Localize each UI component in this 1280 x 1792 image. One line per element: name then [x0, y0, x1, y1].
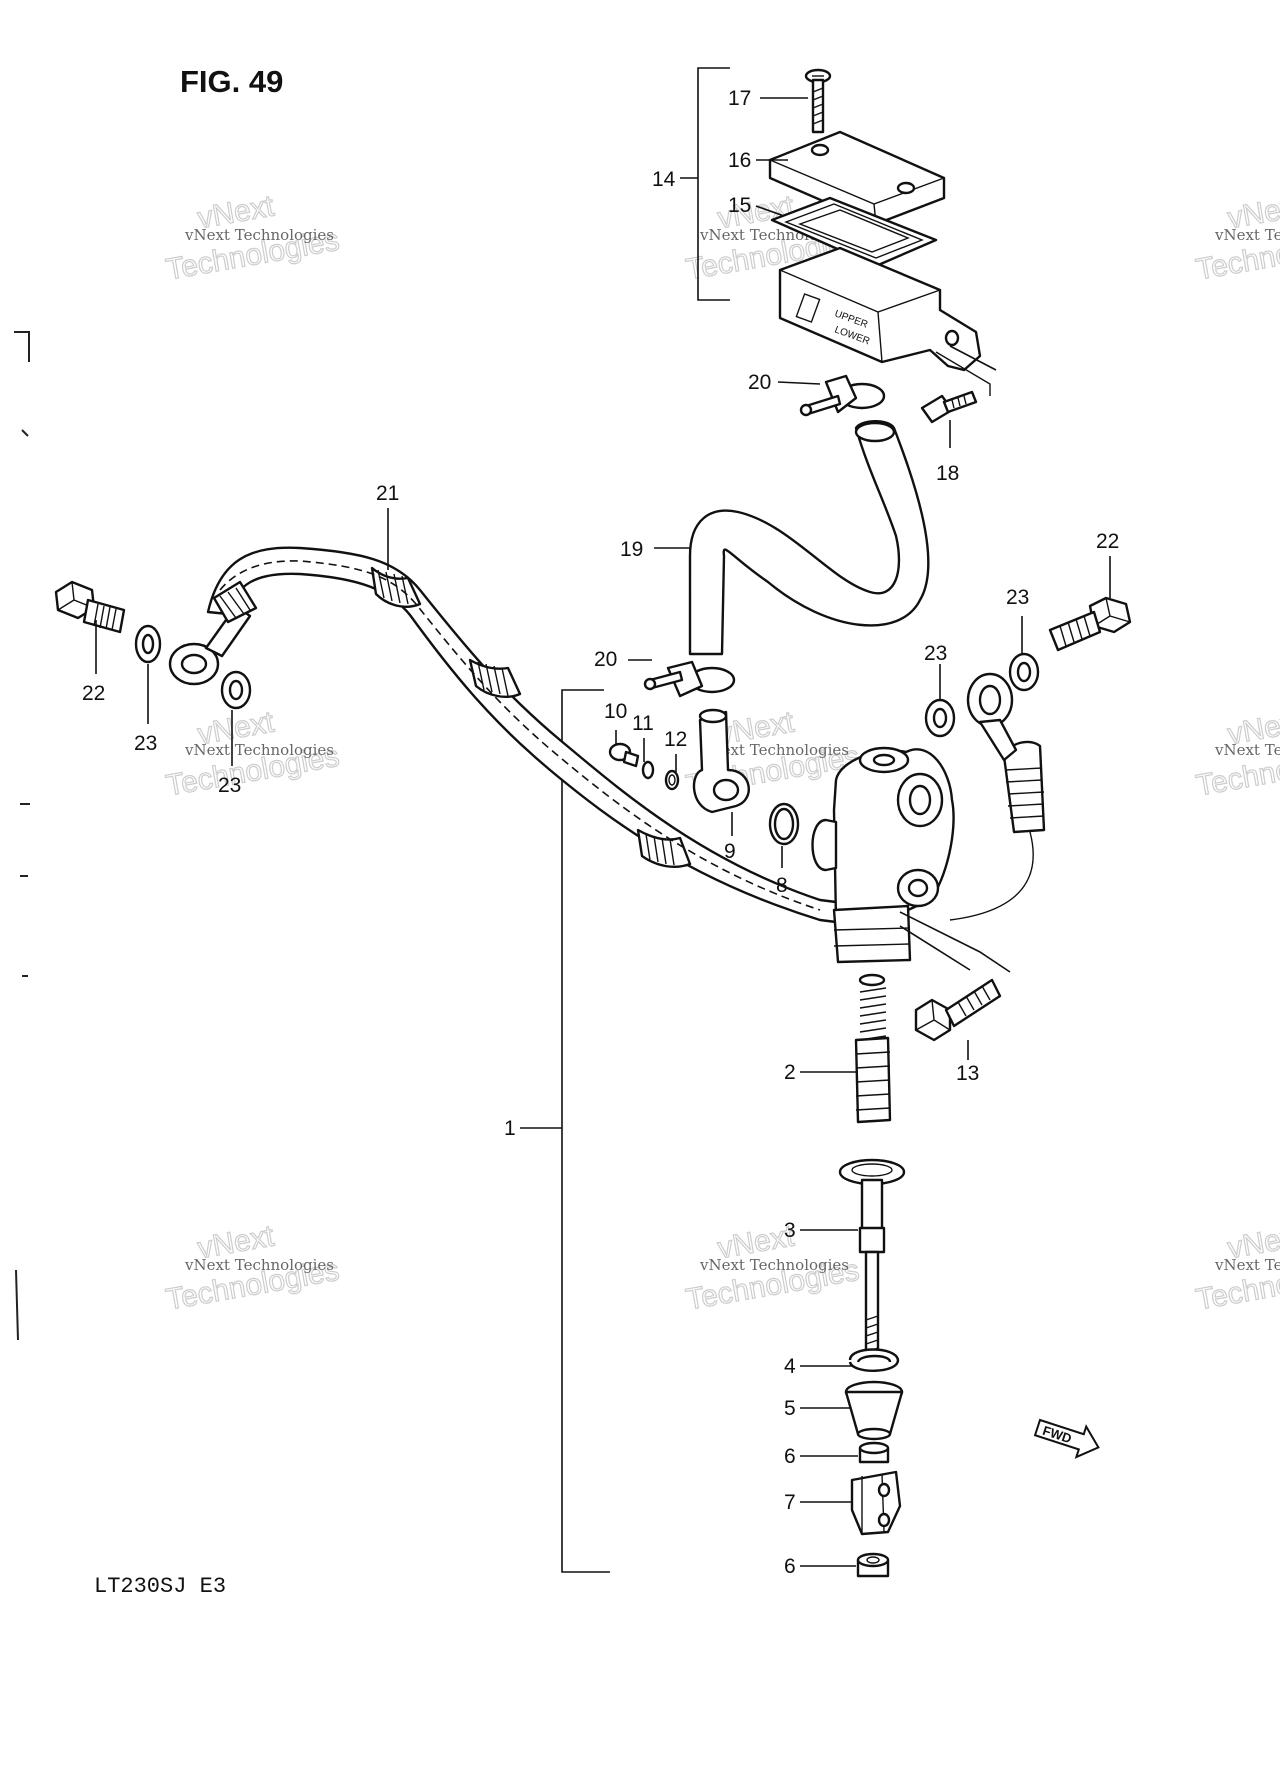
clevis-7	[850, 1470, 902, 1536]
figure-title: FIG. 49	[180, 64, 283, 99]
washer-23-left-b	[220, 670, 252, 710]
callout-6-lower: 6	[784, 1555, 796, 1578]
banjo-bolt-22-left	[54, 580, 126, 634]
washer-23-right-b	[924, 698, 956, 738]
callout-labels: 17 16 14 15 20 18 21 19 22 23 23 20 22 1…	[82, 87, 1119, 1578]
pushrod-3	[838, 1158, 906, 1362]
circlip-4	[848, 1348, 900, 1372]
bolt-13	[914, 978, 1002, 1042]
banjo-bolt-22-right	[1048, 596, 1132, 652]
callout-10: 10	[604, 700, 627, 723]
callout-12: 12	[664, 728, 687, 751]
callout-23-left-a: 23	[134, 732, 157, 755]
callout-7: 7	[784, 1491, 796, 1514]
callout-23-right-b: 23	[924, 642, 947, 665]
hose-clamp-20-lower	[643, 660, 736, 698]
watermark-text: vNext Technologies	[184, 226, 334, 244]
callout-22-right: 22	[1096, 530, 1119, 553]
callout-15: 15	[728, 194, 751, 217]
banjo-fitting-right	[949, 672, 1046, 921]
callout-2: 2	[784, 1061, 796, 1084]
callout-21: 21	[376, 482, 399, 505]
callout-14: 14	[652, 168, 676, 191]
callout-1: 1	[504, 1117, 516, 1140]
callout-5: 5	[784, 1397, 796, 1420]
callout-3: 3	[784, 1219, 796, 1242]
callout-8: 8	[776, 874, 788, 897]
washer-23-right-a	[1008, 652, 1040, 692]
callout-19: 19	[620, 538, 643, 561]
callout-18: 18	[936, 462, 959, 485]
bolt-18	[920, 390, 978, 424]
callout-13: 13	[956, 1062, 979, 1085]
callout-22-left: 22	[82, 682, 105, 705]
washer-11	[641, 760, 655, 780]
watermark-text: vNext Technologies	[1214, 741, 1280, 759]
fwd-arrow-marker: FWD	[1033, 1418, 1100, 1459]
master-cylinder-body	[811, 746, 955, 964]
model-code: LT230SJ E3	[94, 1574, 226, 1599]
callout-23-right-a: 23	[1006, 586, 1029, 609]
watermark-text: vNext Technologies	[184, 1256, 334, 1274]
banjo-fitting-left	[168, 580, 258, 686]
o-ring-8	[768, 802, 800, 846]
callout-20-lower: 20	[594, 648, 617, 671]
watermark-text: vNext Technologies	[699, 741, 849, 759]
watermark-text: vNext Technologies	[1214, 1256, 1280, 1274]
boot-5	[844, 1380, 904, 1441]
bracket-1	[520, 689, 610, 1573]
callout-23-left-b: 23	[218, 774, 241, 797]
watermark-text: vNext Technologies	[1214, 226, 1280, 244]
reservoir-body: UPPER LOWER	[778, 246, 991, 396]
callout-20-upper: 20	[748, 371, 771, 394]
hose-connector-9	[692, 708, 750, 814]
callout-6-upper: 6	[784, 1445, 796, 1468]
o-ring-12	[664, 769, 680, 791]
hose-clamp-20-upper	[799, 374, 886, 417]
callout-9: 9	[724, 840, 736, 863]
reservoir-hose-19	[688, 420, 930, 656]
watermark-text: vNext Technologies	[184, 741, 334, 759]
screw-10	[608, 742, 640, 768]
callout-16: 16	[728, 149, 751, 172]
nut-6-upper	[858, 1441, 890, 1464]
spring-2	[854, 973, 892, 1124]
watermark-text: vNext Technologies	[699, 1256, 849, 1274]
screw-17	[804, 68, 832, 134]
callout-4: 4	[784, 1355, 796, 1378]
scan-artifacts	[14, 331, 30, 1341]
leader-lines	[899, 345, 1011, 973]
callout-17: 17	[728, 87, 751, 110]
callout-leaders	[95, 97, 1111, 1567]
brake-hose-21	[206, 546, 902, 932]
callout-11: 11	[632, 712, 654, 735]
nut-6-lower	[856, 1552, 890, 1578]
reservoir-cap-16	[768, 130, 946, 226]
washer-23-left-a	[134, 624, 162, 664]
bracket-14	[680, 67, 730, 301]
